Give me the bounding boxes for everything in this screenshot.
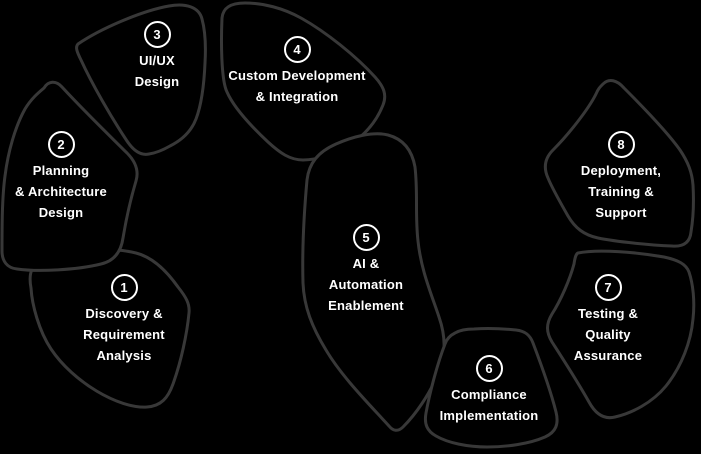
step-label-line: Analysis — [96, 348, 152, 363]
step-1-number-badge: 1 — [110, 274, 138, 301]
step-label-line: Testing & — [577, 306, 639, 321]
step-label-line: Support — [595, 205, 647, 220]
step-8-deployment: 8 Deployment, Training & Support — [521, 131, 701, 223]
step-label-line: Custom Development — [228, 68, 366, 83]
step-label-line: & Integration — [255, 89, 339, 104]
step-label-line: Planning — [32, 163, 90, 178]
step-label-line: UI/UX — [139, 53, 175, 68]
petal-7-shape — [546, 249, 696, 420]
step-5-number-badge: 5 — [352, 224, 380, 251]
step-label-line: Quality — [585, 327, 631, 342]
step-5-ai-automation: 5 AI & Automation Enablement — [266, 224, 466, 316]
step-1-discovery: 1 Discovery & Requirement Analysis — [24, 274, 224, 366]
step-label-line: Automation — [328, 277, 404, 292]
step-label-line: Design — [134, 74, 180, 89]
step-7-testing-qa: 7 Testing & Quality Assurance — [508, 274, 701, 366]
step-label-line: Requirement — [83, 327, 165, 342]
step-label-line: AI & — [352, 256, 380, 271]
step-7-number-badge: 7 — [594, 274, 622, 301]
step-label-line: Compliance — [451, 387, 527, 402]
step-label-line: Assurance — [573, 348, 643, 363]
step-3-uiux-design: 3 UI/UX Design — [57, 21, 257, 92]
step-label-line: Discovery & — [85, 306, 163, 321]
petal-6-shape — [423, 327, 559, 449]
step-2-number-badge: 2 — [47, 131, 75, 158]
step-8-number-badge: 8 — [607, 131, 635, 158]
petal-4-shape — [220, 1, 387, 162]
step-6-number-badge: 6 — [475, 355, 503, 382]
step-3-number-badge: 3 — [143, 21, 171, 48]
step-label-line: & Architecture — [15, 184, 107, 199]
step-label-line: Deployment, — [580, 163, 662, 178]
petal-3-shape — [75, 3, 207, 156]
step-label-line: Implementation — [439, 408, 539, 423]
step-6-compliance: 6 Compliance Implementation — [389, 355, 589, 426]
petal-8-shape — [543, 79, 695, 248]
step-4-custom-development: 4 Custom Development & Integration — [197, 36, 397, 107]
step-label-line: Design — [38, 205, 84, 220]
step-2-planning: 2 Planning & Architecture Design — [0, 131, 161, 223]
step-4-number-badge: 4 — [283, 36, 311, 63]
petal-2-shape — [0, 80, 139, 272]
step-label-line: Enablement — [328, 298, 404, 313]
step-label-line: Training & — [588, 184, 654, 199]
